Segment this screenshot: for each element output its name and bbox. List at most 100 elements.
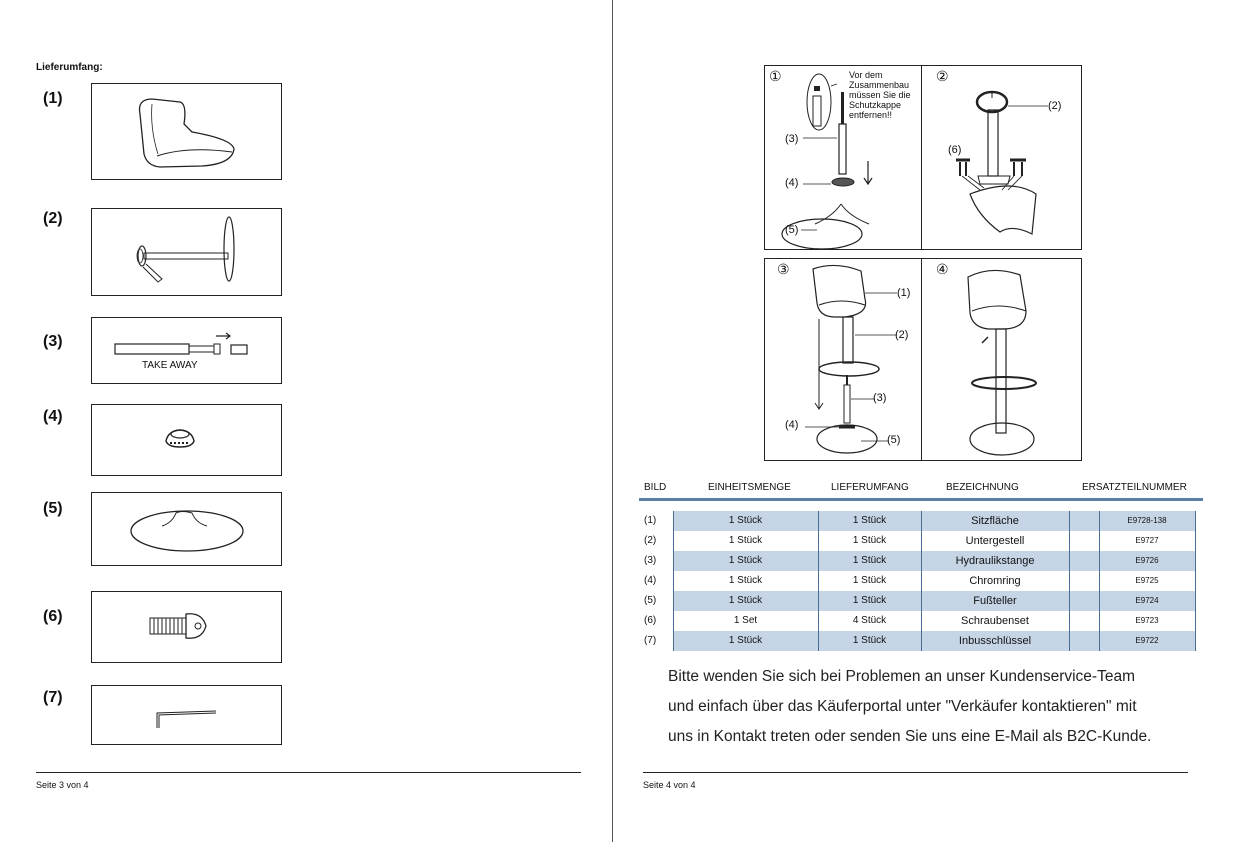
cell-bezeichnung: Chromring [969, 575, 1021, 587]
assembly-step-2: ② (2) (6) [921, 65, 1082, 250]
part-box-1 [91, 83, 282, 180]
cell-einheitsmenge: 1 Stück [673, 591, 818, 611]
customer-service-note: Bitte wenden Sie sich bei Problemen an u… [668, 662, 1208, 752]
note-line-1: Bitte wenden Sie sich bei Problemen an u… [668, 668, 1135, 685]
cell-bild: (2) [644, 535, 657, 546]
screw-icon [149, 613, 207, 639]
cell-bezeichnung: Sitzfläche [921, 511, 1069, 531]
cell-spacer [1069, 531, 1099, 551]
part-box-7 [91, 685, 282, 745]
table-column-divider [673, 531, 674, 551]
table-column-divider [921, 571, 922, 591]
table-header-rule [639, 498, 1203, 501]
step-1-number: ① [769, 68, 782, 84]
step-4-number: ④ [936, 261, 949, 277]
cell-ersatzteilnummer: E9725 [1135, 576, 1159, 585]
part-number-6: (6) [43, 608, 63, 625]
cell-ersatzteilnummer: E9722 [1099, 631, 1195, 651]
table-column-divider [1099, 511, 1100, 531]
table-column-divider [673, 611, 674, 631]
cell-spacer [1069, 611, 1099, 631]
table-column-divider [1069, 571, 1070, 591]
table-column-divider [1195, 591, 1196, 611]
cell-lieferumfang: 1 Stück [818, 511, 921, 531]
col-header-einheitsmenge: EINHEITSMENGE [708, 482, 791, 493]
note-line-2: und einfach über das Käuferportal unter … [668, 698, 1137, 715]
cell-ersatzteilnummer: E9728-138 [1099, 511, 1195, 531]
cell-bild: (3) [644, 555, 657, 566]
cell-lieferumfang: 1 Stück [852, 575, 887, 586]
cell-bild: (5) [644, 595, 657, 606]
cell-einheitsmenge: 1 Stück [673, 631, 818, 651]
cell-bild: (1) [644, 515, 657, 526]
table-column-divider [921, 511, 922, 531]
cell-spacer [1069, 551, 1099, 571]
page-divider [612, 0, 613, 842]
step-3-label-5: (5) [887, 434, 901, 446]
part-number-1: (1) [43, 90, 63, 107]
footer-rule-right [643, 772, 1188, 773]
table-column-divider [673, 511, 674, 531]
table-column-divider [1099, 591, 1100, 611]
cell-bezeichnung: Schraubenset [961, 615, 1029, 627]
table-column-divider [1099, 551, 1100, 571]
cell-einheitsmenge: 1 Stück [728, 535, 763, 546]
table-column-divider [673, 571, 674, 591]
table-column-divider [1069, 591, 1070, 611]
section-title: Lieferumfang: [36, 62, 103, 73]
cell-bezeichnung: Hydraulikstange [921, 551, 1069, 571]
cell-ersatzteilnummer: E9723 [1135, 616, 1159, 625]
table-column-divider [1099, 631, 1100, 651]
table-column-divider [1069, 551, 1070, 571]
step-2-drawing [956, 90, 1048, 235]
table-column-divider [1069, 611, 1070, 631]
cell-lieferumfang: 1 Stück [818, 551, 921, 571]
table-column-divider [673, 591, 674, 611]
table-column-divider [1195, 511, 1196, 531]
part-number-4: (4) [43, 408, 63, 425]
step-2-label-6: (6) [948, 144, 962, 156]
table-column-divider [1099, 531, 1100, 551]
allen-key-icon [156, 710, 217, 728]
seat-icon [138, 98, 235, 168]
table-column-divider [818, 571, 819, 591]
table-header: BILD EINHEITSMENGE LIEFERUMFANG BEZEICHN… [639, 478, 1203, 498]
table-column-divider [1195, 631, 1196, 651]
step-3-drawing [805, 264, 897, 454]
table-column-divider [818, 531, 819, 551]
cell-lieferumfang: 1 Stück [818, 591, 921, 611]
table-column-divider [673, 631, 674, 651]
table-column-divider [818, 551, 819, 571]
step-1-label-5: (5) [785, 224, 799, 236]
cell-bezeichnung: Fußteller [921, 591, 1069, 611]
col-header-ersatzteilnummer: ERSATZTEILNUMMER [1082, 482, 1187, 493]
part-box-4 [91, 404, 282, 476]
table-column-divider [818, 611, 819, 631]
table-column-divider [1069, 631, 1070, 651]
cell-spacer [1069, 631, 1099, 651]
hydraulic-rod-icon [114, 332, 248, 355]
chrome-ring-icon [165, 429, 195, 448]
part-number-3: (3) [43, 333, 63, 350]
cell-einheitsmenge: 1 Stück [673, 551, 818, 571]
assembly-step-3: ③ (1) (2) (3) (4) (5) [764, 258, 923, 461]
note-line-3: uns in Kontakt treten oder senden Sie un… [668, 728, 1152, 745]
page-footer-right: Seite 4 von 4 [643, 780, 696, 790]
table-column-divider [1069, 511, 1070, 531]
part-box-2 [91, 208, 282, 296]
table-column-divider [1195, 551, 1196, 571]
foot-plate-icon [130, 510, 244, 552]
step-1-label-3: (3) [785, 133, 799, 145]
part-box-3: TAKE AWAY [91, 317, 282, 384]
table-column-divider [1069, 531, 1070, 551]
table-column-divider [921, 591, 922, 611]
step-2-number: ② [936, 68, 949, 84]
cell-bezeichnung: Untergestell [965, 535, 1025, 547]
